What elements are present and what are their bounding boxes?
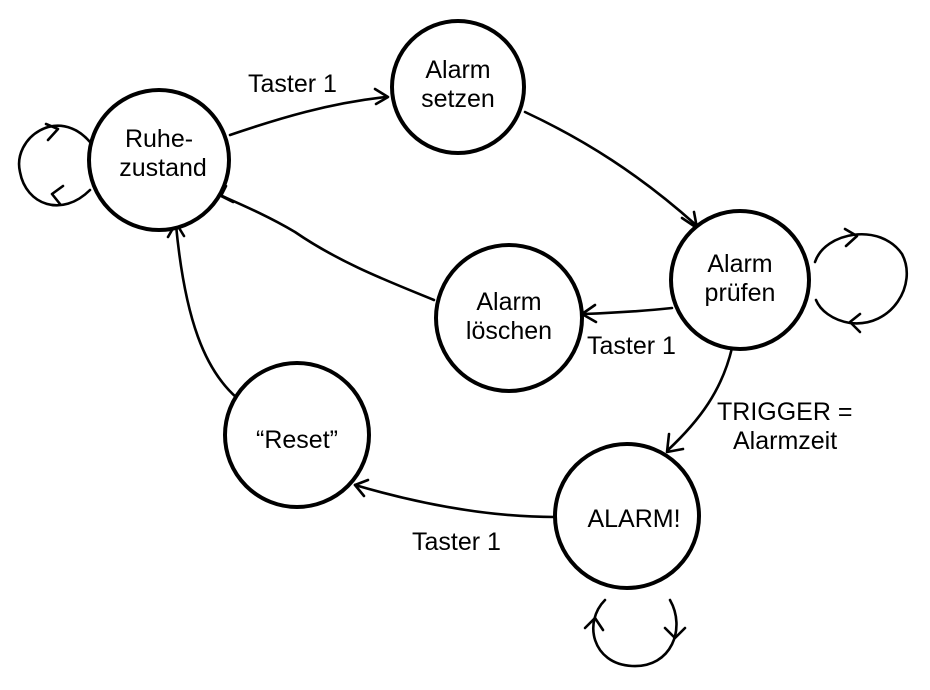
state-alarm: ALARM!: [553, 442, 701, 590]
edge-label-alarm-pruefen-to-alarm-loeschen: Taster 1: [587, 332, 676, 360]
edge-alarm-loeschen-to-ruhezustand: [219, 184, 436, 302]
state-reset: “Reset”: [223, 361, 371, 509]
state-alarm-setzen: Alarm setzen: [390, 19, 526, 155]
edge-alarm-to-reset: [353, 478, 557, 519]
self-loop-ruhezustand: [17, 122, 92, 207]
self-loop-alarm: [583, 598, 687, 668]
self-loop-alarm-pruefen: [813, 227, 908, 334]
state-reset-label: “Reset”: [256, 426, 338, 454]
edge-label-ruhezustand-to-alarm-setzen: Taster 1: [248, 70, 337, 98]
edge-ruhezustand-to-alarm-setzen: [228, 87, 390, 137]
state-ruhezustand-line-2: zustand: [119, 154, 207, 182]
edge-label-alarm-pruefen-to-alarm-line-2: Alarmzeit: [733, 427, 837, 455]
state-alarm-setzen-line-1: Alarm: [425, 56, 490, 84]
state-ruhezustand-line-1: Ruhe-: [125, 125, 193, 153]
edge-alarm-setzen-to-alarm-pruefen: [523, 110, 699, 230]
edge-label-alarm-pruefen-to-alarm-line-1: TRIGGER =: [717, 398, 852, 426]
state-alarm-loeschen: Alarm löschen: [434, 243, 584, 393]
state-alarm-pruefen: Alarm prüfen: [669, 209, 811, 351]
state-alarm-setzen-line-2: setzen: [421, 85, 495, 113]
edge-reset-to-ruhezustand: [166, 221, 239, 400]
state-alarm-pruefen-line-2: prüfen: [705, 279, 776, 307]
state-alarm-pruefen-line-1: Alarm: [707, 250, 772, 278]
edge-alarm-pruefen-to-alarm: [665, 346, 734, 454]
edge-alarm-pruefen-to-alarm-loeschen: [580, 303, 674, 324]
state-alarm-label: ALARM!: [587, 505, 680, 533]
edge-label-alarm-to-reset: Taster 1: [412, 528, 501, 556]
state-alarm-loeschen-line-2: löschen: [466, 317, 552, 345]
state-ruhezustand: Ruhe- zustand: [87, 88, 231, 232]
state-alarm-loeschen-line-1: Alarm: [476, 288, 541, 316]
